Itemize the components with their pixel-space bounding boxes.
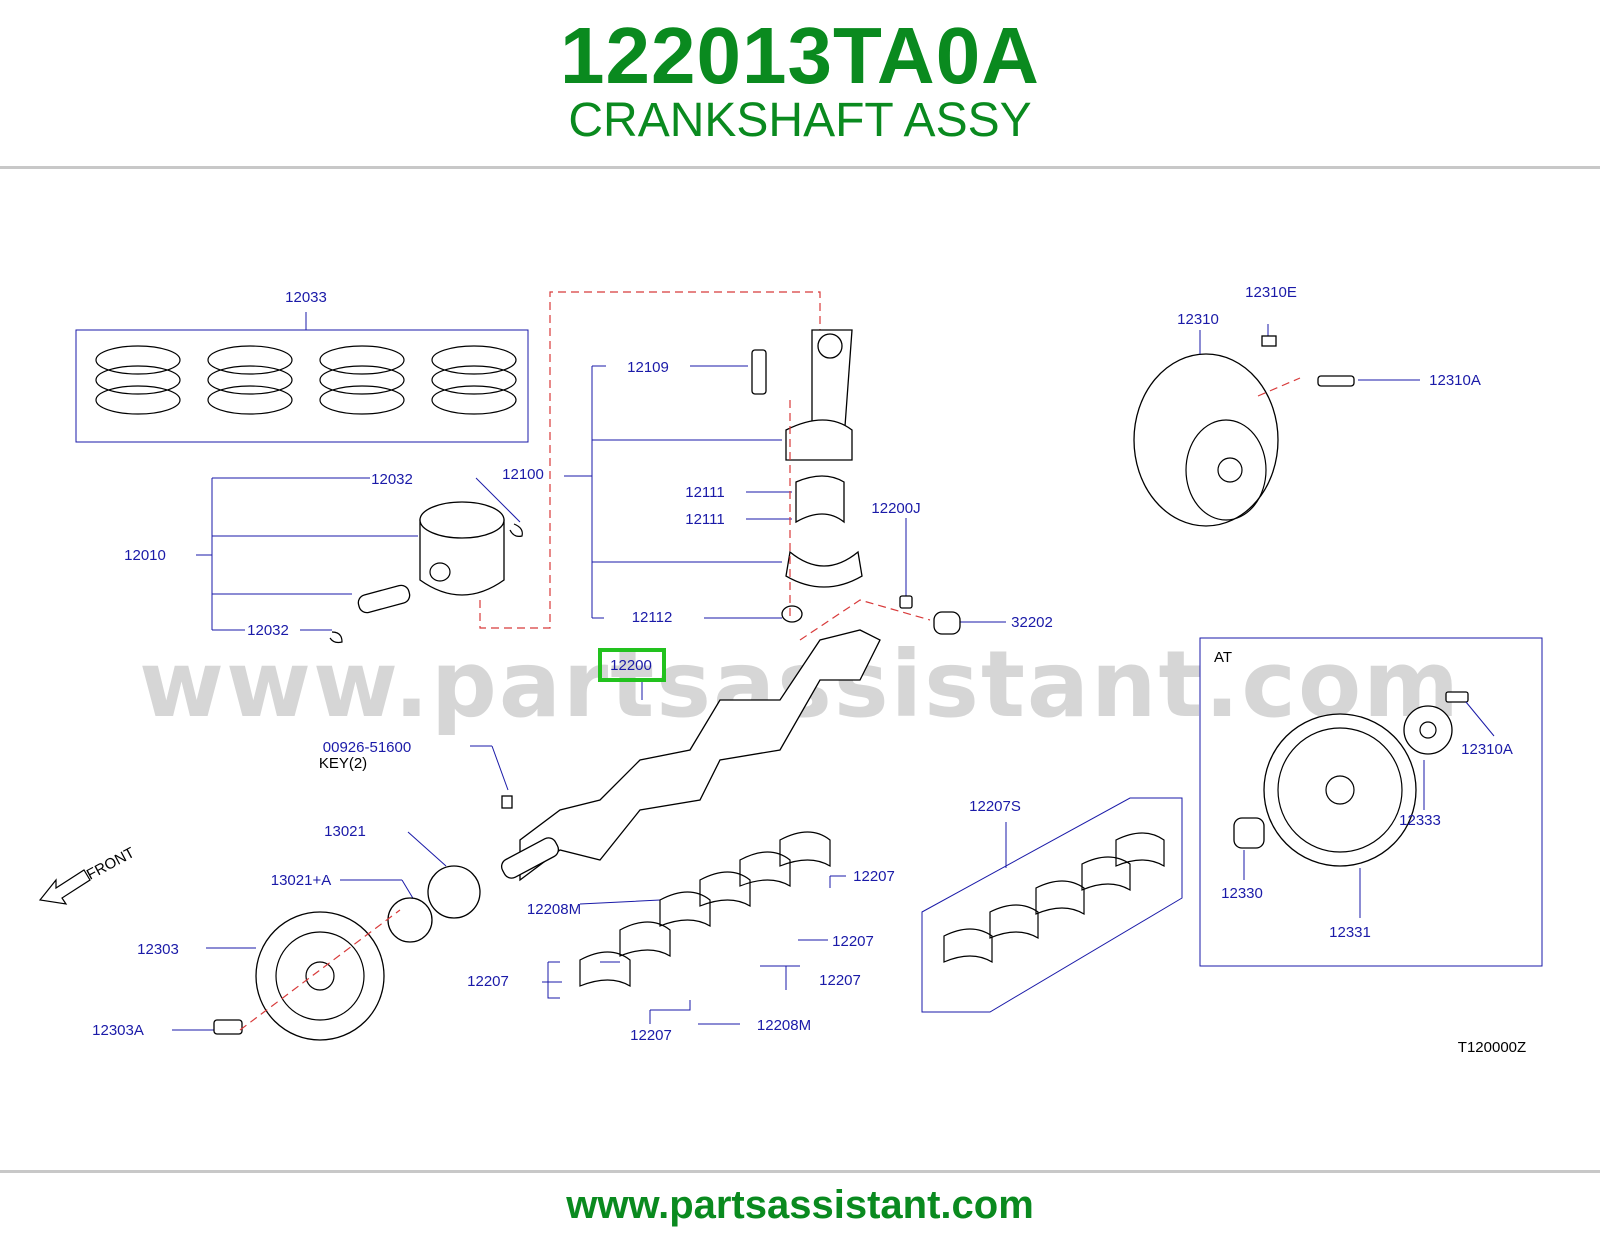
label-12330: 12330 [1221, 885, 1263, 902]
label-12207-a: 12207 [853, 868, 895, 885]
highlight-box-12200 [598, 648, 666, 682]
label-at: AT [1214, 649, 1232, 666]
label-12303a: 12303A [92, 1022, 144, 1039]
label-12200j: 12200J [871, 500, 920, 517]
label-12200[interactable]: 12200 [610, 657, 652, 674]
crankshaft [470, 599, 931, 882]
label-12208m-b: 12208M [757, 1017, 811, 1034]
label-12303: 12303 [137, 941, 179, 958]
label-32202: 32202 [1011, 614, 1053, 631]
label-12207-b: 12207 [832, 933, 874, 950]
label-13021a: 13021+A [271, 872, 331, 889]
label-12310a-at: 12310A [1461, 741, 1513, 758]
label-12333: 12333 [1399, 812, 1441, 829]
piston-group [196, 291, 821, 644]
label-key-2: KEY(2) [319, 755, 367, 772]
label-12010: 12010 [124, 547, 166, 564]
label-12310: 12310 [1177, 311, 1219, 328]
label-12310a: 12310A [1429, 372, 1481, 389]
piston-rings-group [75, 312, 529, 443]
front-arrow-icon [38, 869, 91, 905]
footer-divider [0, 1170, 1600, 1173]
label-12100: 12100 [502, 466, 544, 483]
pilot-bushing-group [899, 518, 1006, 635]
label-12310e: 12310E [1245, 284, 1297, 301]
label-00926-51600: 00926-51600 [323, 739, 411, 756]
header-divider [0, 166, 1600, 169]
front-label: FRONT [84, 844, 138, 883]
label-12331: 12331 [1329, 924, 1371, 941]
label-12109: 12109 [627, 359, 669, 376]
part-name-subtitle: CRANKSHAFT ASSY [568, 94, 1032, 147]
label-12207-e: 12207 [630, 1027, 672, 1044]
flywheel-group [1133, 324, 1420, 527]
label-12208m-a: 12208M [527, 901, 581, 918]
label-12111-b: 12111 [685, 511, 725, 528]
pulley-group [172, 831, 481, 1041]
drawing-code: T120000Z [1458, 1039, 1526, 1056]
label-12207-c: 12207 [819, 972, 861, 989]
at-box [1199, 637, 1543, 967]
label-13021: 13021 [324, 823, 366, 840]
label-12207s: 12207S [969, 798, 1021, 815]
part-number-title: 122013TA0A [560, 11, 1040, 100]
connecting-rod-group [564, 329, 863, 623]
label-12111-a: 12111 [685, 484, 725, 501]
bearing-set-12207s [921, 797, 1183, 1013]
footer-url[interactable]: www.partsassistant.com [566, 1183, 1034, 1227]
main-bearings [542, 831, 846, 1025]
label-12032-bottom: 12032 [247, 622, 289, 639]
label-12112: 12112 [632, 609, 673, 626]
label-12032-top: 12032 [371, 471, 413, 488]
label-12033: 12033 [285, 289, 327, 306]
label-12207-d: 12207 [467, 973, 509, 990]
